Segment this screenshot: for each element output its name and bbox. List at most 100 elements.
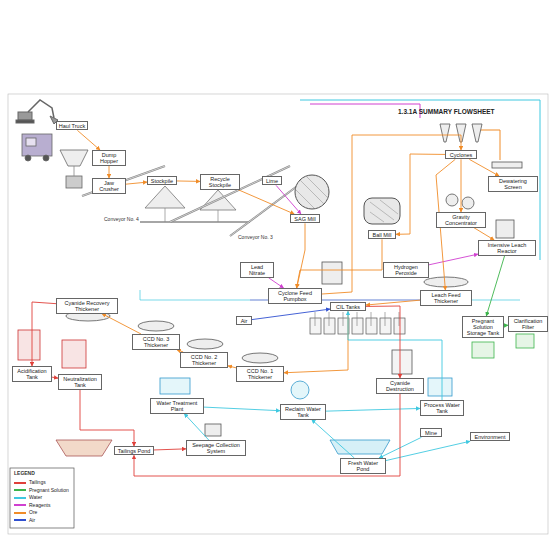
equipment-label: CCD No. 2 Thickener (183, 354, 226, 367)
equipment-label: Cyclones (448, 152, 475, 158)
process-line (486, 256, 504, 316)
equipment-label: Ball Mill (371, 232, 394, 238)
equipment-box: Tailings Pond (114, 446, 154, 455)
equipment-label: Haul Truck (59, 123, 86, 129)
equipment-label: Neutralization Tank (61, 376, 100, 389)
equipment-label: Cyanide Destruction (379, 380, 422, 393)
process-line (126, 182, 147, 184)
legend-text: Air (29, 517, 35, 523)
legend-swatch (14, 482, 26, 484)
equipment-label: Reclaim Water Tank (283, 406, 324, 419)
equipment-box: Clarification Filter (508, 316, 548, 332)
equipment-label: Cyclone Feed Pumpbox (271, 290, 320, 303)
equipment-box: Cyanide Recovery Thickener (56, 298, 118, 314)
process-line (312, 420, 355, 458)
equipment-label: CCD No. 3 Thickener (135, 336, 178, 349)
equipment-label: Intensive Leach Reactor (481, 242, 534, 255)
equipment-box: Environment (470, 432, 510, 441)
equipment-label: Leach Feed Thickener (423, 292, 470, 305)
process-line (326, 408, 420, 411)
equipment-box: Jaw Crusher (92, 178, 126, 194)
equipment-label: Gravity Concentrator (439, 214, 484, 227)
process-line (348, 311, 442, 400)
equipment-label: Cyanide Recovery Thickener (59, 300, 116, 313)
process-line (366, 306, 400, 378)
equipment-box: Lead Nitrate (240, 262, 274, 278)
process-line (469, 159, 499, 176)
equipment-label: Pregnant Solution Storage Tank (465, 318, 502, 337)
equipment-box: Lime (262, 176, 282, 185)
process-line (228, 366, 236, 368)
legend-text: Pregnant Solution (29, 487, 69, 493)
process-line (80, 390, 134, 446)
equipment-box: Dewatering Screen (488, 176, 538, 192)
legend-row: Air (14, 517, 69, 525)
equipment-box: Fresh Water Pond (340, 458, 386, 474)
equipment-label: Acidification Tank (15, 368, 50, 381)
process-line (238, 190, 294, 214)
equipment-box: Acidification Tank (12, 366, 52, 382)
equipment-box: Air (236, 316, 252, 325)
legend-text: Water (29, 494, 42, 500)
legend-swatch (14, 497, 26, 499)
equipment-box: Leach Feed Thickener (420, 290, 472, 306)
diagram-label: Conveyor No. 4 (104, 216, 139, 222)
equipment-box: Cyclones (445, 150, 477, 159)
equipment-label: Lead Nitrate (243, 264, 272, 277)
equipment-box: CIL Tanks (330, 302, 366, 311)
equipment-box: Reclaim Water Tank (280, 404, 326, 420)
process-line (134, 394, 400, 476)
process-line (252, 309, 330, 320)
equipment-box: Haul Truck (56, 121, 88, 130)
equipment-label: Water Treatment Plant (153, 400, 202, 413)
equipment-label: Recycle Stockpile (203, 176, 238, 189)
legend-row: Water (14, 494, 69, 502)
process-line (32, 302, 56, 366)
legend-text: Tailings (29, 479, 46, 485)
legend-row: Ore (14, 509, 69, 517)
legend-swatch (14, 504, 26, 506)
equipment-label: Clarification Filter (511, 318, 546, 331)
equipment-box: Neutralization Tank (58, 374, 102, 390)
legend-text: Reagents (29, 502, 50, 508)
process-line (429, 254, 478, 265)
equipment-box: Stockpile (147, 176, 177, 185)
process-line (268, 278, 283, 288)
process-line (109, 166, 110, 178)
process-line (77, 130, 100, 150)
diagram-label: Conveyor No. 3 (238, 234, 273, 240)
equipment-box: Cyanide Destruction (376, 378, 424, 394)
legend-swatch (14, 519, 26, 521)
equipment-box: Pregnant Solution Storage Tank (462, 316, 504, 338)
equipment-label: Air (239, 318, 250, 324)
equipment-box: CCD No. 1 Thickener (236, 366, 284, 382)
process-line (276, 185, 301, 214)
process-line (297, 239, 382, 288)
process-line (102, 314, 141, 334)
equipment-box: Seepage Collection System (186, 440, 246, 456)
equipment-box: Dump Hopper (92, 150, 126, 166)
diagram-label: LEGEND (14, 470, 35, 476)
equipment-label: Dump Hopper (95, 152, 124, 165)
process-line (177, 180, 200, 181)
equipment-box: Hydrogen Peroxide (383, 262, 429, 278)
legend-row: Tailings (14, 479, 69, 487)
equipment-label: SAG Mill (293, 216, 318, 222)
diagram-title: 1.3.1A SUMMARY FLOWSHEET (398, 108, 518, 115)
equipment-box: CCD No. 3 Thickener (132, 334, 180, 350)
equipment-box: Mine (420, 428, 442, 437)
equipment-label: Seepage Collection System (189, 442, 244, 455)
equipment-label: Fresh Water Pond (343, 460, 384, 473)
equipment-box: SAG Mill (290, 214, 320, 223)
legend-swatch (14, 512, 26, 514)
equipment-box: Intensive Leach Reactor (478, 240, 536, 256)
process-line (154, 449, 186, 450)
equipment-label: Stockpile (150, 178, 175, 184)
process-line (386, 441, 470, 460)
legend-row: Reagents (14, 502, 69, 510)
process-line (461, 159, 462, 212)
